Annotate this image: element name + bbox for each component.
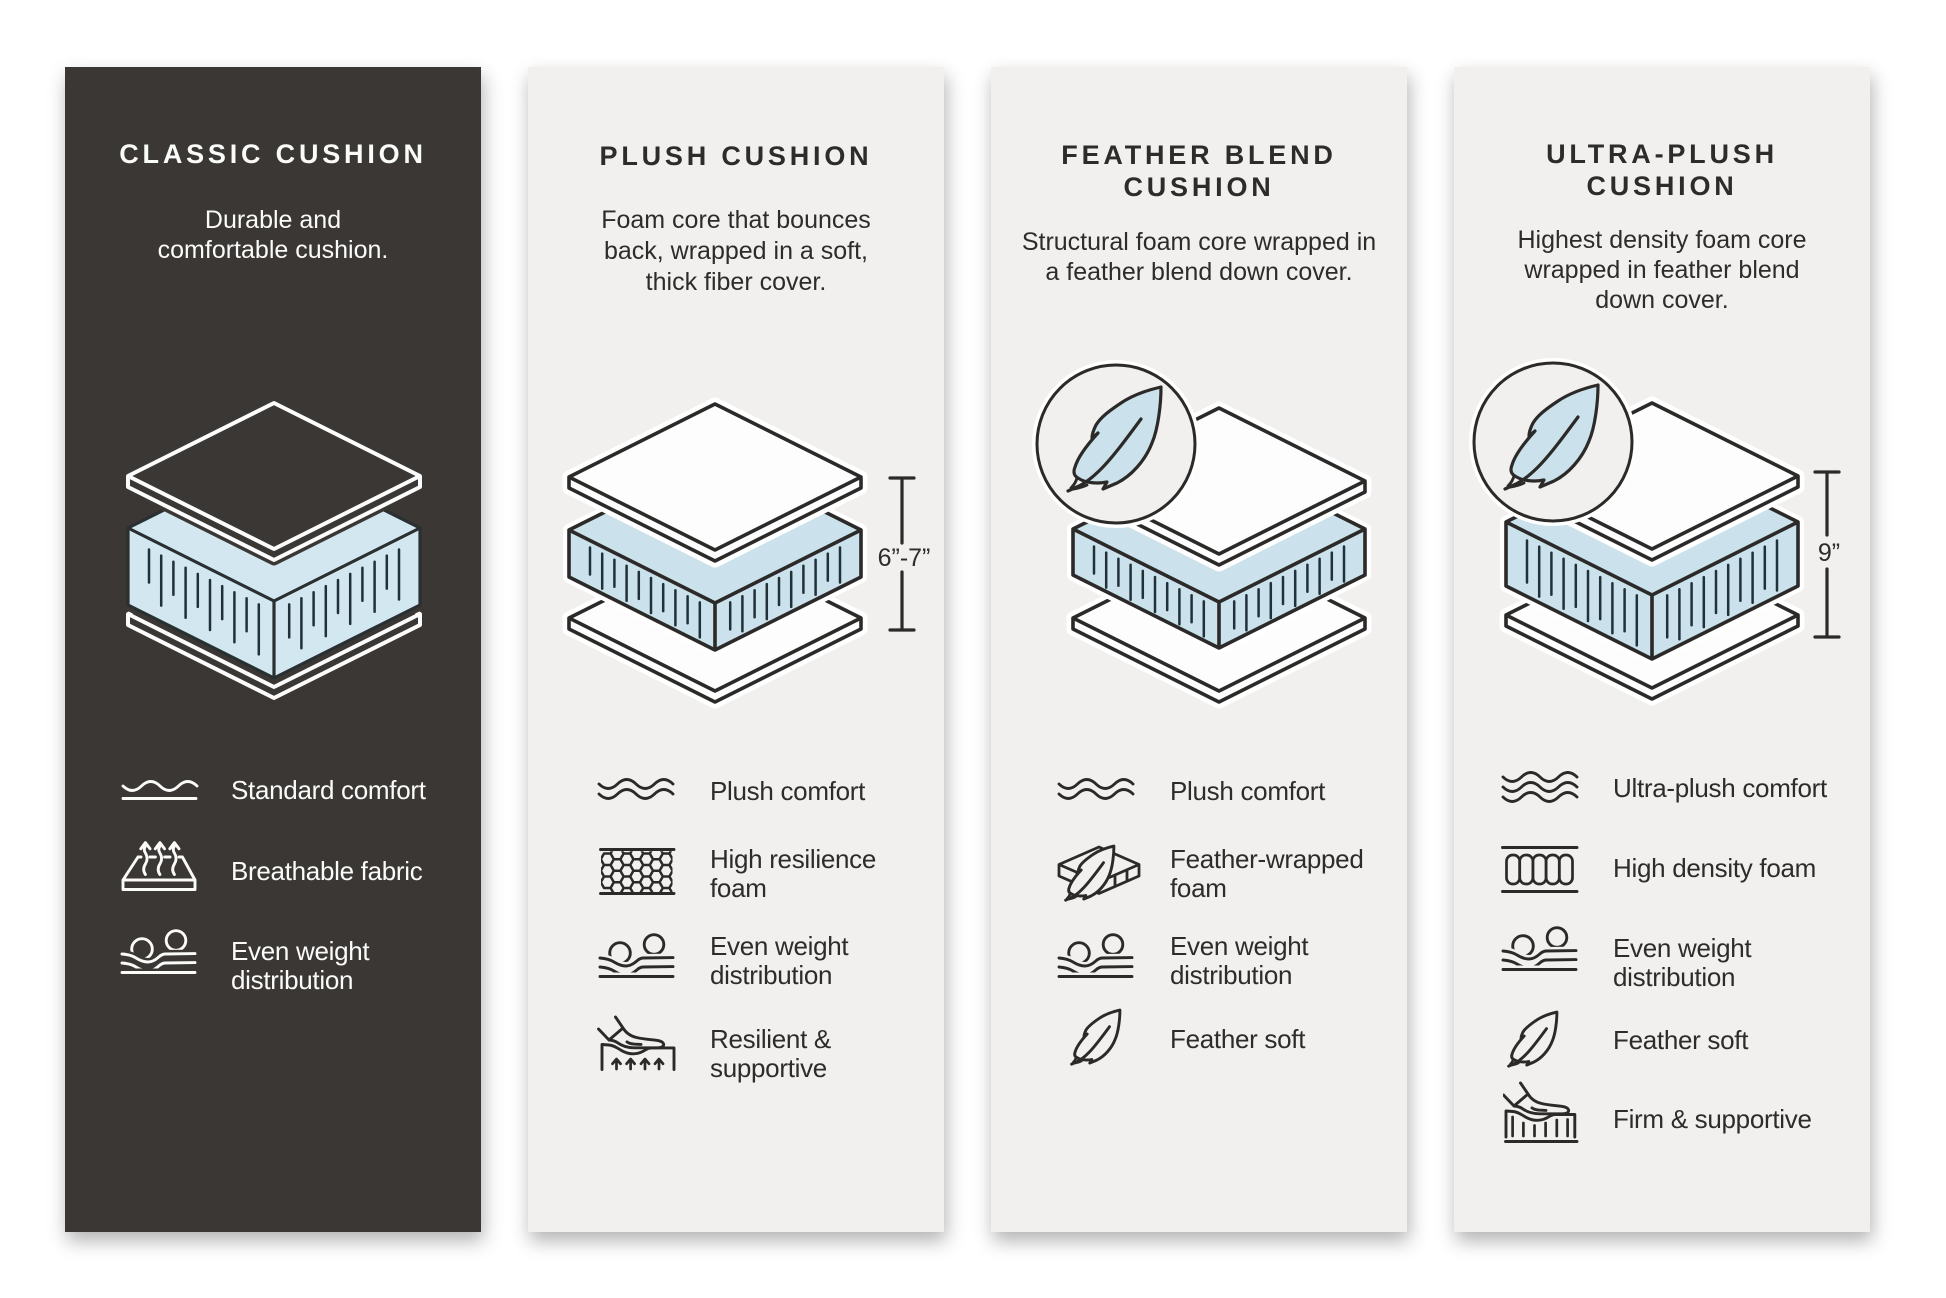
svg-text:6”-7”: 6”-7”: [878, 544, 931, 572]
svg-text:9”: 9”: [1818, 539, 1840, 567]
